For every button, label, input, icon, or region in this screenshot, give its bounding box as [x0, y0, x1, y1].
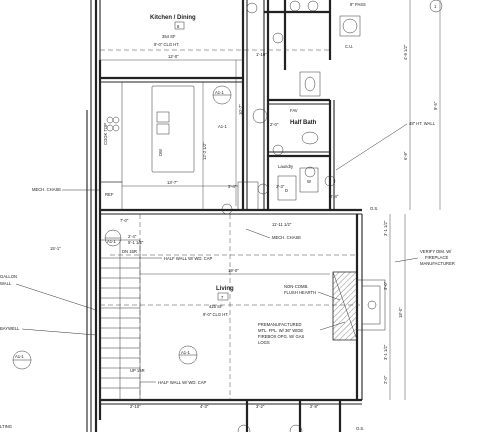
dim-15-1: 15'-1" — [50, 246, 61, 251]
door-tags — [221, 0, 336, 215]
living-room-tag — [217, 292, 229, 301]
wall-lines — [86, 0, 363, 432]
os-label-1: O.S. — [370, 206, 378, 211]
dim-12-0: 12'-0" — [168, 54, 179, 59]
dim-2-4b: 2'-4" — [330, 194, 339, 199]
living-room-area: 425 SF — [209, 304, 223, 309]
section-tag-a1-5: A1-1 — [218, 124, 228, 129]
dim-2-0b: 2'-0" — [270, 122, 279, 127]
os-label-2: O.S. — [356, 426, 364, 431]
section-tag-a1-1: A1-1 — [215, 90, 225, 95]
dim-11-11: 11'-11 1/2" — [272, 222, 292, 227]
gallon-label: GALLON — [0, 274, 17, 279]
dim-3-4: 3'-4" — [228, 184, 237, 189]
section-tags — [12, 85, 268, 370]
living-room-name: Living — [216, 286, 234, 292]
living-ceiling-height: 9'-0" CLG HT. — [203, 312, 229, 317]
dryer — [277, 175, 297, 201]
right-dim-lines — [389, 0, 441, 400]
dim-3-0: 3'-0" — [383, 281, 388, 290]
section-tag-a1-4: A1-1 — [15, 354, 25, 359]
dim-4-9: 4'-9 1/2" — [403, 44, 408, 60]
grid-label-1: 1 — [434, 4, 437, 9]
grid-bubbles — [237, 0, 443, 432]
pass-label: 8" PASS — [350, 2, 366, 7]
kitchen-ceiling-height: 9'-0" CLG HT. — [154, 42, 180, 47]
vanity — [299, 71, 321, 97]
dim-3-1: 3'-1 1/2" — [383, 220, 388, 236]
washer — [299, 167, 319, 193]
fireplace-note-3: FIREBOX OPG. W/ GAS — [258, 334, 305, 339]
dim-3-2: 3'-2" — [256, 404, 265, 409]
cooktop-label: COOK TOP — [103, 123, 108, 145]
verify-note-3: MANUFACTURER — [420, 261, 455, 266]
kitchen-dim-lines — [100, 59, 243, 210]
mech-chase-label-1: MECH. CHASE — [32, 187, 61, 192]
cu-label: C.U. — [345, 44, 353, 49]
dim-3-3: 3'-3" — [276, 184, 285, 189]
section-tag-a1-2: A1-1 — [107, 239, 117, 244]
dryer-label: D — [285, 188, 288, 193]
stair-treads — [99, 239, 141, 401]
stair-dn-label: DN 15R — [122, 249, 137, 254]
dim-5-1: 5'-1 1/2" — [128, 240, 144, 245]
dim-19-0: 19'-0" — [228, 268, 239, 273]
dishwasher-label: DW — [158, 149, 163, 156]
half-bath-name: Half Bath — [290, 120, 317, 126]
dim-6-9: 6'-9" — [403, 151, 408, 160]
ht-wall-label: 48" HT. WALL — [409, 121, 436, 126]
kitchen-room-number: 6 — [177, 24, 180, 29]
hearth-note-1: NON-COMB. — [284, 284, 308, 289]
dim-18-0: 18'-0" — [398, 307, 403, 318]
living-room-number: 7 — [221, 295, 224, 300]
dim-2-0: 2'-0" — [383, 375, 388, 384]
hidden-lines — [100, 49, 360, 400]
half-wall-label-2: HALF WALL W/ WD. CAP — [158, 380, 207, 385]
stair-up-label: UP 15R — [130, 368, 145, 373]
washer-label: W — [307, 179, 311, 184]
dim-9-5: 9'-5" — [433, 101, 438, 110]
dim-2-4: 2'-4" — [128, 234, 137, 239]
wall-label: WALL — [0, 281, 12, 286]
fav-label: FAV — [290, 108, 298, 113]
kitchen-room-area: 354 SF — [162, 34, 176, 39]
dim-7-0: 7'-0" — [120, 218, 129, 223]
half-wall-label-1: HALF WALL W/ WD. CAP — [164, 256, 213, 261]
dim-12-2: 12'-2 1/2" — [202, 142, 207, 160]
dim-2-8: 2'-8" — [310, 404, 319, 409]
kitchen-room-tag — [174, 21, 185, 30]
dim-4-3: 4'-3" — [200, 404, 209, 409]
baywell-label: BAYWELL — [0, 326, 20, 331]
fireplace-note-4: LOGS — [258, 340, 270, 345]
ref-label: REF — [105, 192, 114, 197]
cu-unit — [339, 15, 361, 37]
mech-chase-label-2: MECH. CHASE — [272, 235, 301, 240]
dim-10-7: 10'-7" — [238, 104, 243, 115]
verify-note-1: VERIFY DIM. W/ — [420, 249, 452, 254]
fireplace-note-2: MTL. FPL. W/ 36" WIDE — [258, 328, 303, 333]
verify-note-2: FIREPLACE — [425, 255, 448, 260]
dim-2-10: 2'-10" — [130, 404, 141, 409]
dim-13-7: 13'-7" — [167, 180, 178, 185]
fireplace-note-1: PREMANUFACTURED — [258, 322, 302, 327]
section-tag-a1-3: A1-1 — [181, 350, 191, 355]
lting-label: LTING — [0, 424, 12, 429]
hearth-note-2: FLUSH HEARTH — [284, 290, 316, 295]
laundry-name: Laundry — [278, 164, 294, 169]
dim-1-10: 1'-10" — [256, 52, 267, 57]
kitchen-cabinets — [99, 81, 259, 211]
dim-3-1b: 3'-1 1/2" — [383, 344, 388, 360]
kitchen-room-name: Kitchen / Dining — [150, 15, 196, 21]
fireplace — [332, 271, 386, 341]
toilet — [301, 131, 319, 145]
